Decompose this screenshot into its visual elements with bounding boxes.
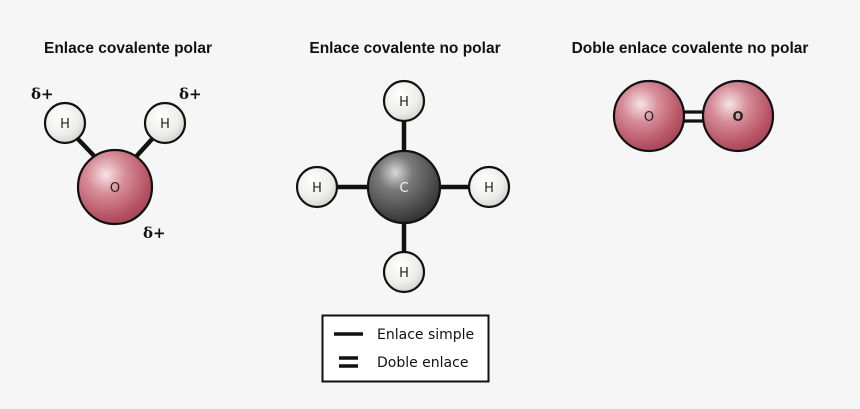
panel-title: Enlace covalente no polar <box>309 40 500 57</box>
panel-polar-bond: Enlace covalente polar O H H δ+ δ+ δ+ <box>31 40 212 242</box>
atom-label: H <box>399 95 409 110</box>
atom-label: H <box>312 181 322 196</box>
oxygen-atom: O <box>701 79 775 153</box>
legend-item-double-bond: Doble enlace <box>339 355 468 371</box>
panel-nonpolar-bond: Enlace covalente no polar C H H H H <box>295 40 511 294</box>
legend-item-single-bond: Enlace simple <box>334 327 474 343</box>
oxygen-atom: O <box>76 148 154 226</box>
atom-label: H <box>60 117 70 132</box>
atom-label: O <box>644 110 654 125</box>
oxygen-atom: O <box>612 79 686 153</box>
double-bond <box>682 110 706 123</box>
legend-label: Enlace simple <box>377 327 474 343</box>
atom-label: H <box>484 181 494 196</box>
atom-label: O <box>732 110 743 125</box>
atom-label: C <box>399 181 408 196</box>
hydrogen-atom: H <box>295 165 339 209</box>
hydrogen-atom: H <box>467 165 511 209</box>
hydrogen-atom: H <box>43 101 87 145</box>
legend: Enlace simple Doble enlace <box>321 314 490 383</box>
atom-label: H <box>160 117 170 132</box>
legend-label: Doble enlace <box>377 355 468 371</box>
atom-label: H <box>399 266 409 281</box>
panel-title: Enlace covalente polar <box>44 40 212 57</box>
double-bond-icon <box>339 356 358 368</box>
carbon-atom: C <box>366 149 442 225</box>
partial-charge-label: δ+ <box>179 85 202 103</box>
panel-double-bond: Doble enlace covalente no polar O O <box>572 40 809 153</box>
partial-charge-label: δ+ <box>31 85 54 103</box>
partial-charge-label: δ+ <box>143 224 166 242</box>
hydrogen-atom: H <box>382 79 426 123</box>
panel-title: Doble enlace covalente no polar <box>572 40 809 57</box>
hydrogen-atom: H <box>143 101 187 145</box>
hydrogen-atom: H <box>382 250 426 294</box>
atom-label: O <box>110 181 120 196</box>
